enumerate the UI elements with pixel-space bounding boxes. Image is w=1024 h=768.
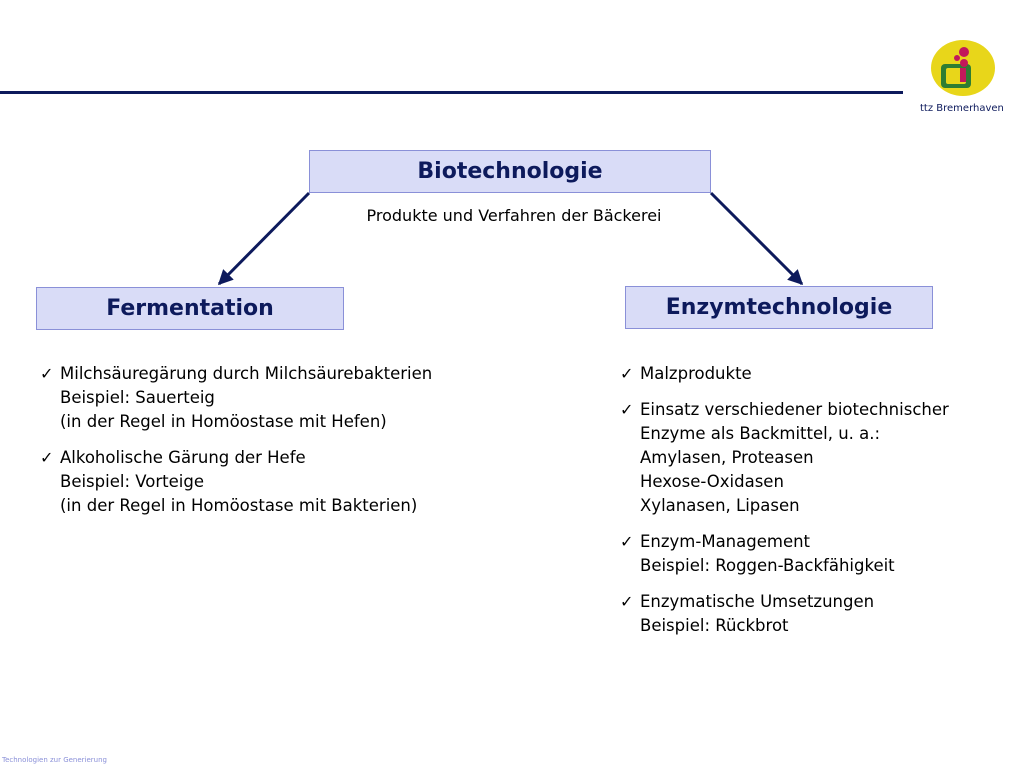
arrow-to-enzymtechnologie (709, 191, 804, 286)
check-icon: ✓ (40, 364, 54, 383)
arrow-to-fermentation (217, 191, 311, 286)
list-item-line: (in der Regel in Homöostase mit Hefen) (60, 412, 387, 431)
list-item: ✓ Enzym-Management Beispiel: Roggen-Back… (620, 530, 1000, 578)
box-biotechnologie: Biotechnologie (309, 150, 711, 193)
box-enzymtechnologie: Enzymtechnologie (625, 286, 933, 329)
list-item-line: Enzyme als Backmittel, u. a.: (640, 424, 881, 443)
list-item-line: Einsatz verschiedener biotechnischer (640, 400, 949, 419)
list-item: ✓ Alkoholische Gärung der Hefe Beispiel:… (40, 446, 480, 518)
check-icon: ✓ (620, 532, 634, 551)
list-item-line: Hexose-Oxidasen (640, 472, 784, 491)
list-item-line: Beispiel: Rückbrot (640, 616, 789, 635)
check-icon: ✓ (40, 448, 54, 467)
list-item-line: Enzym-Management (640, 532, 811, 551)
fermentation-list: ✓ Milchsäuregärung durch Milchsäurebakte… (40, 362, 480, 530)
footer-text: Technologien zur Generierung (2, 756, 107, 764)
enzymtechnologie-list: ✓ Malzprodukte ✓ Einsatz verschiedener b… (620, 362, 1000, 650)
check-icon: ✓ (620, 592, 634, 611)
list-item-line: Alkoholische Gärung der Hefe (60, 448, 306, 467)
logo-text: ttz Bremerhaven (920, 103, 1004, 114)
list-item-line: Milchsäuregärung durch Milchsäurebakteri… (60, 364, 433, 383)
list-item-line: Xylanasen, Lipasen (640, 496, 800, 515)
list-item-line: (in der Regel in Homöostase mit Bakterie… (60, 496, 418, 515)
list-item-line: Amylasen, Proteasen (640, 448, 814, 467)
ttz-logo-icon (931, 40, 995, 96)
diagram-subtitle: Produkte und Verfahren der Bäckerei (366, 206, 662, 225)
list-item: ✓ Milchsäuregärung durch Milchsäurebakte… (40, 362, 480, 434)
list-item-line: Beispiel: Roggen-Backfähigkeit (640, 556, 895, 575)
list-item: ✓ Einsatz verschiedener biotechnischer E… (620, 398, 1000, 518)
box-fermentation: Fermentation (36, 287, 344, 330)
check-icon: ✓ (620, 364, 634, 383)
header-rule (0, 91, 903, 94)
list-item: ✓ Enzymatische Umsetzungen Beispiel: Rüc… (620, 590, 1000, 638)
list-item-line: Beispiel: Vorteige (60, 472, 204, 491)
check-icon: ✓ (620, 400, 634, 419)
list-item: ✓ Malzprodukte (620, 362, 1000, 386)
list-item-line: Beispiel: Sauerteig (60, 388, 215, 407)
list-item-line: Malzprodukte (640, 364, 752, 383)
list-item-line: Enzymatische Umsetzungen (640, 592, 875, 611)
